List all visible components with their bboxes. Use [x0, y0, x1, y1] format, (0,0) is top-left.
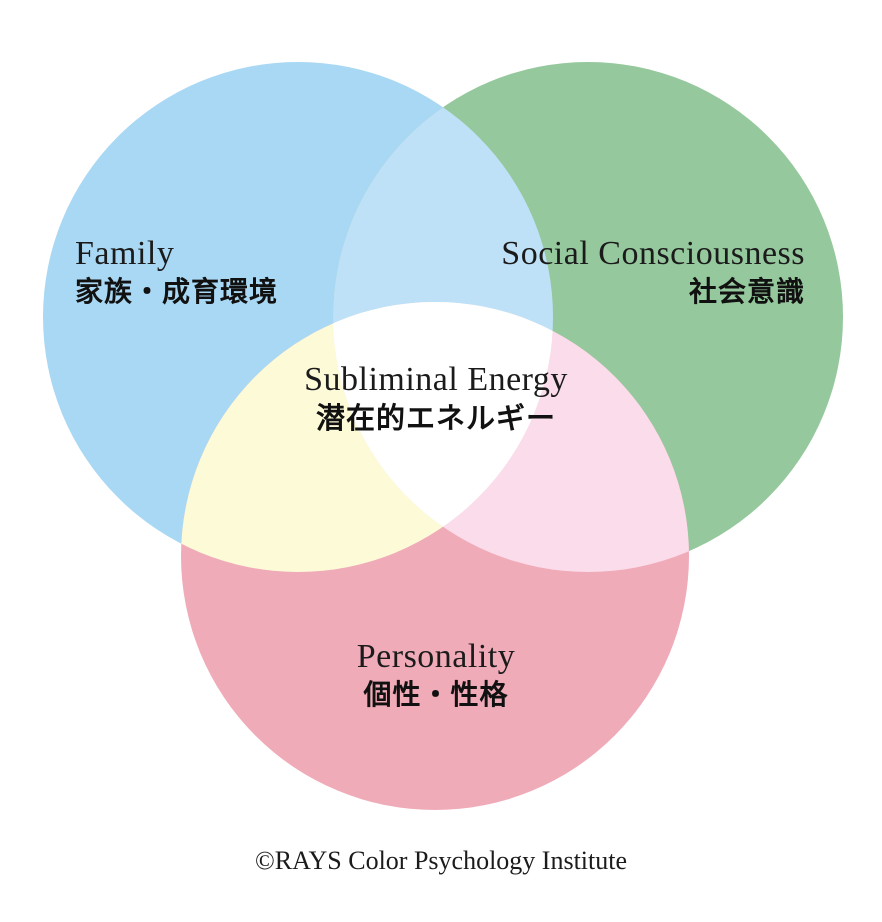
family-label-ja: 家族・成育環境 [75, 276, 279, 307]
subliminal-energy-label-ja: 潜在的エネルギー [315, 403, 556, 435]
social-consciousness-label: Social Consciousness 社会意識 [501, 234, 805, 310]
personality-label: Personality 個性・性格 [0, 637, 877, 713]
social-consciousness-label-ja: 社会意識 [688, 276, 805, 307]
social-consciousness-label-en: Social Consciousness [501, 235, 805, 272]
subliminal-energy-label-en: Subliminal Energy [304, 361, 568, 398]
subliminal-energy-label: Subliminal Energy 潜在的エネルギー [0, 360, 877, 438]
personality-label-ja: 個性・性格 [363, 679, 509, 710]
personality-label-en: Personality [356, 638, 516, 675]
family-label: Family 家族・成育環境 [75, 234, 278, 310]
family-label-en: Family [75, 235, 175, 272]
copyright-credit: ©RAYS Color Psychology Institute [255, 846, 627, 875]
